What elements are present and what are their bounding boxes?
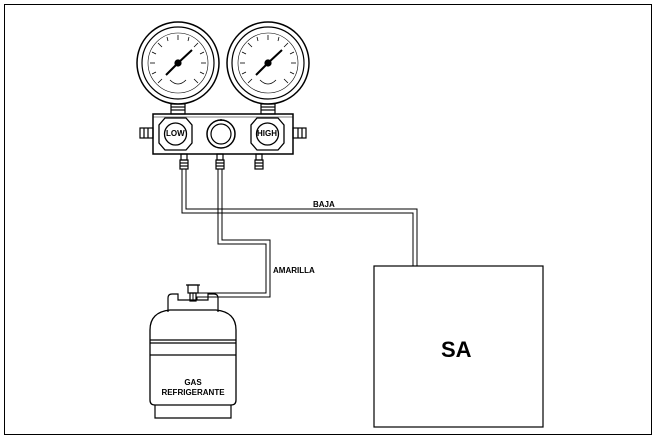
low-side-hose bbox=[181, 169, 418, 266]
sa-unit-box bbox=[373, 265, 544, 428]
manifold-ports bbox=[179, 153, 264, 170]
diagram-frame bbox=[4, 4, 652, 435]
sight-glass-icon bbox=[206, 119, 236, 149]
amarilla-label: AMARILLA bbox=[273, 266, 315, 275]
low-pressure-gauge-icon bbox=[136, 21, 220, 115]
gas-cylinder-icon bbox=[149, 284, 237, 419]
high-pressure-gauge-icon bbox=[226, 21, 310, 115]
sa-label: SA bbox=[441, 337, 472, 362]
low-valve-knob-icon[interactable] bbox=[158, 117, 193, 151]
low-label: LOW bbox=[166, 129, 185, 138]
gas-label-line1: GAS bbox=[184, 378, 202, 387]
gas-label-line2: REFRIGERANTE bbox=[161, 388, 225, 397]
high-label: HIGH bbox=[257, 129, 277, 138]
baja-label: BAJA bbox=[313, 200, 335, 209]
high-valve-knob-icon[interactable] bbox=[250, 117, 285, 151]
charging-hose bbox=[192, 169, 271, 300]
